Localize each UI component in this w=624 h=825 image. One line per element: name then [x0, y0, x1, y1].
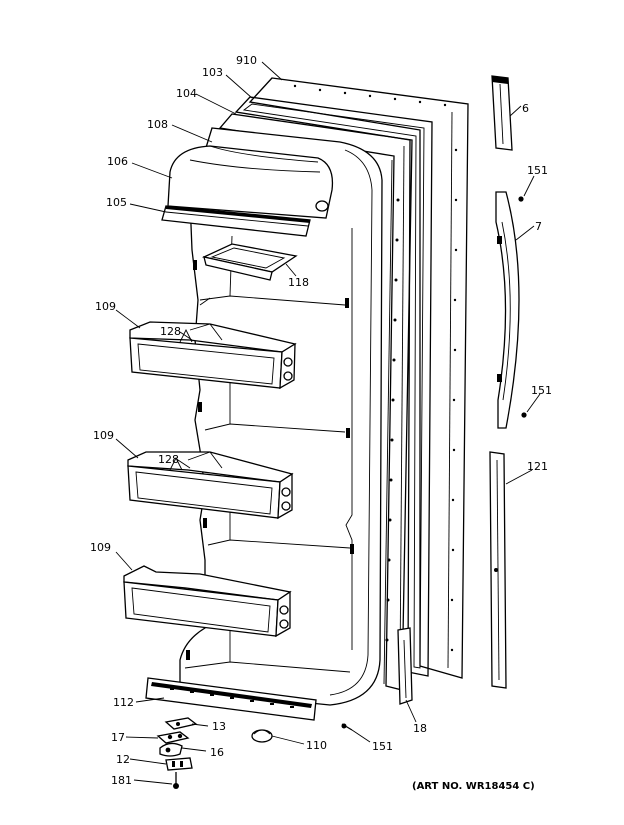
callout-106: 106 [107, 155, 128, 168]
callout-17: 17 [111, 731, 125, 744]
outer-door-panel [248, 77, 469, 679]
hinge-bracket [397, 627, 413, 705]
door-liner [179, 127, 383, 706]
door-breaker [218, 113, 413, 691]
bottom-kickplate [145, 677, 317, 721]
callout-18: 18 [413, 722, 427, 735]
door-bin-middle [127, 451, 294, 520]
dairy-compartment [167, 145, 334, 219]
callout-151-bottom: 151 [372, 740, 393, 753]
door-bin-upper [129, 321, 297, 390]
door-bin-lower [123, 565, 292, 638]
callout-910: 910 [236, 54, 257, 67]
callout-7: 7 [535, 220, 542, 233]
callout-labels: 910 103 104 108 106 105 118 109 128 109 … [90, 54, 552, 792]
callout-121: 121 [527, 460, 548, 473]
callout-128-upper: 128 [160, 325, 181, 338]
callout-6: 6 [522, 102, 529, 115]
callout-181: 181 [111, 774, 132, 787]
callout-118: 118 [288, 276, 309, 289]
hinge-hardware [156, 717, 353, 789]
art-number: (ART NO. WR18454 C) [412, 781, 535, 792]
callout-109-lower: 109 [90, 541, 111, 554]
callout-112: 112 [113, 696, 134, 709]
handle-trim-bottom [489, 451, 507, 689]
callout-13: 13 [212, 720, 226, 733]
handle-trim-top [491, 75, 513, 151]
callout-109-upper: 109 [95, 300, 116, 313]
callout-103: 103 [202, 66, 223, 79]
leader-lines [115, 61, 541, 785]
small-bin [201, 243, 298, 281]
callout-109-middle: 109 [93, 429, 114, 442]
callout-12: 12 [116, 753, 130, 766]
callout-104: 104 [176, 87, 197, 100]
dairy-door [161, 205, 311, 237]
callout-16: 16 [210, 746, 224, 759]
callout-108: 108 [147, 118, 168, 131]
callout-110: 110 [306, 739, 327, 752]
door-handle [495, 191, 527, 429]
callout-105: 105 [106, 196, 127, 209]
callout-151-middle: 151 [531, 384, 552, 397]
callout-128-middle: 128 [158, 453, 179, 466]
callout-151-top: 151 [527, 164, 548, 177]
